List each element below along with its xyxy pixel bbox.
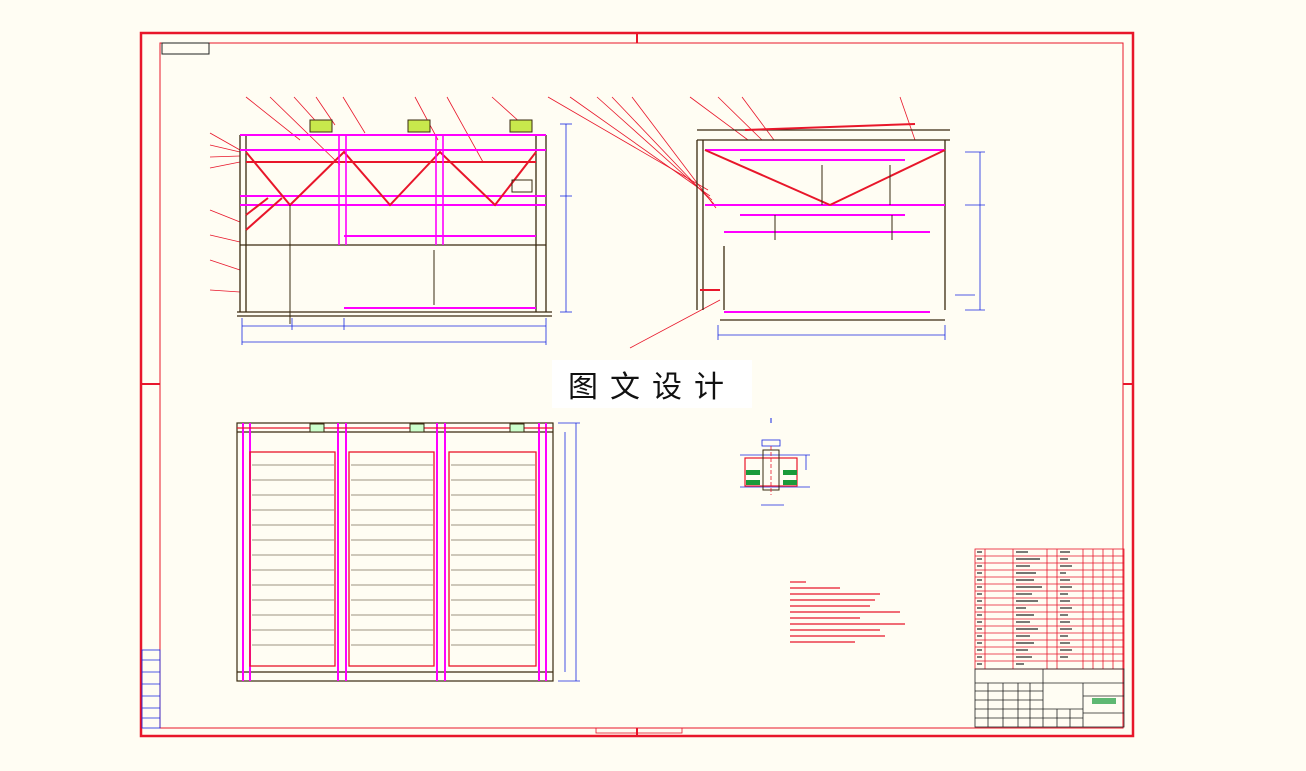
pallet-slats bbox=[252, 464, 535, 646]
drawing-frame bbox=[139, 31, 1135, 738]
title-block-label bbox=[1092, 698, 1116, 704]
technical-notes bbox=[790, 581, 905, 643]
front-view bbox=[209, 96, 572, 345]
detail-view bbox=[740, 418, 810, 506]
side-view bbox=[547, 96, 985, 349]
title-block bbox=[974, 668, 1125, 728]
parts-list-entries bbox=[977, 551, 1072, 665]
revision-strip bbox=[141, 649, 161, 729]
parts-list bbox=[974, 548, 1125, 670]
plan-view bbox=[236, 422, 580, 682]
watermark: 图文设计 bbox=[552, 360, 752, 408]
